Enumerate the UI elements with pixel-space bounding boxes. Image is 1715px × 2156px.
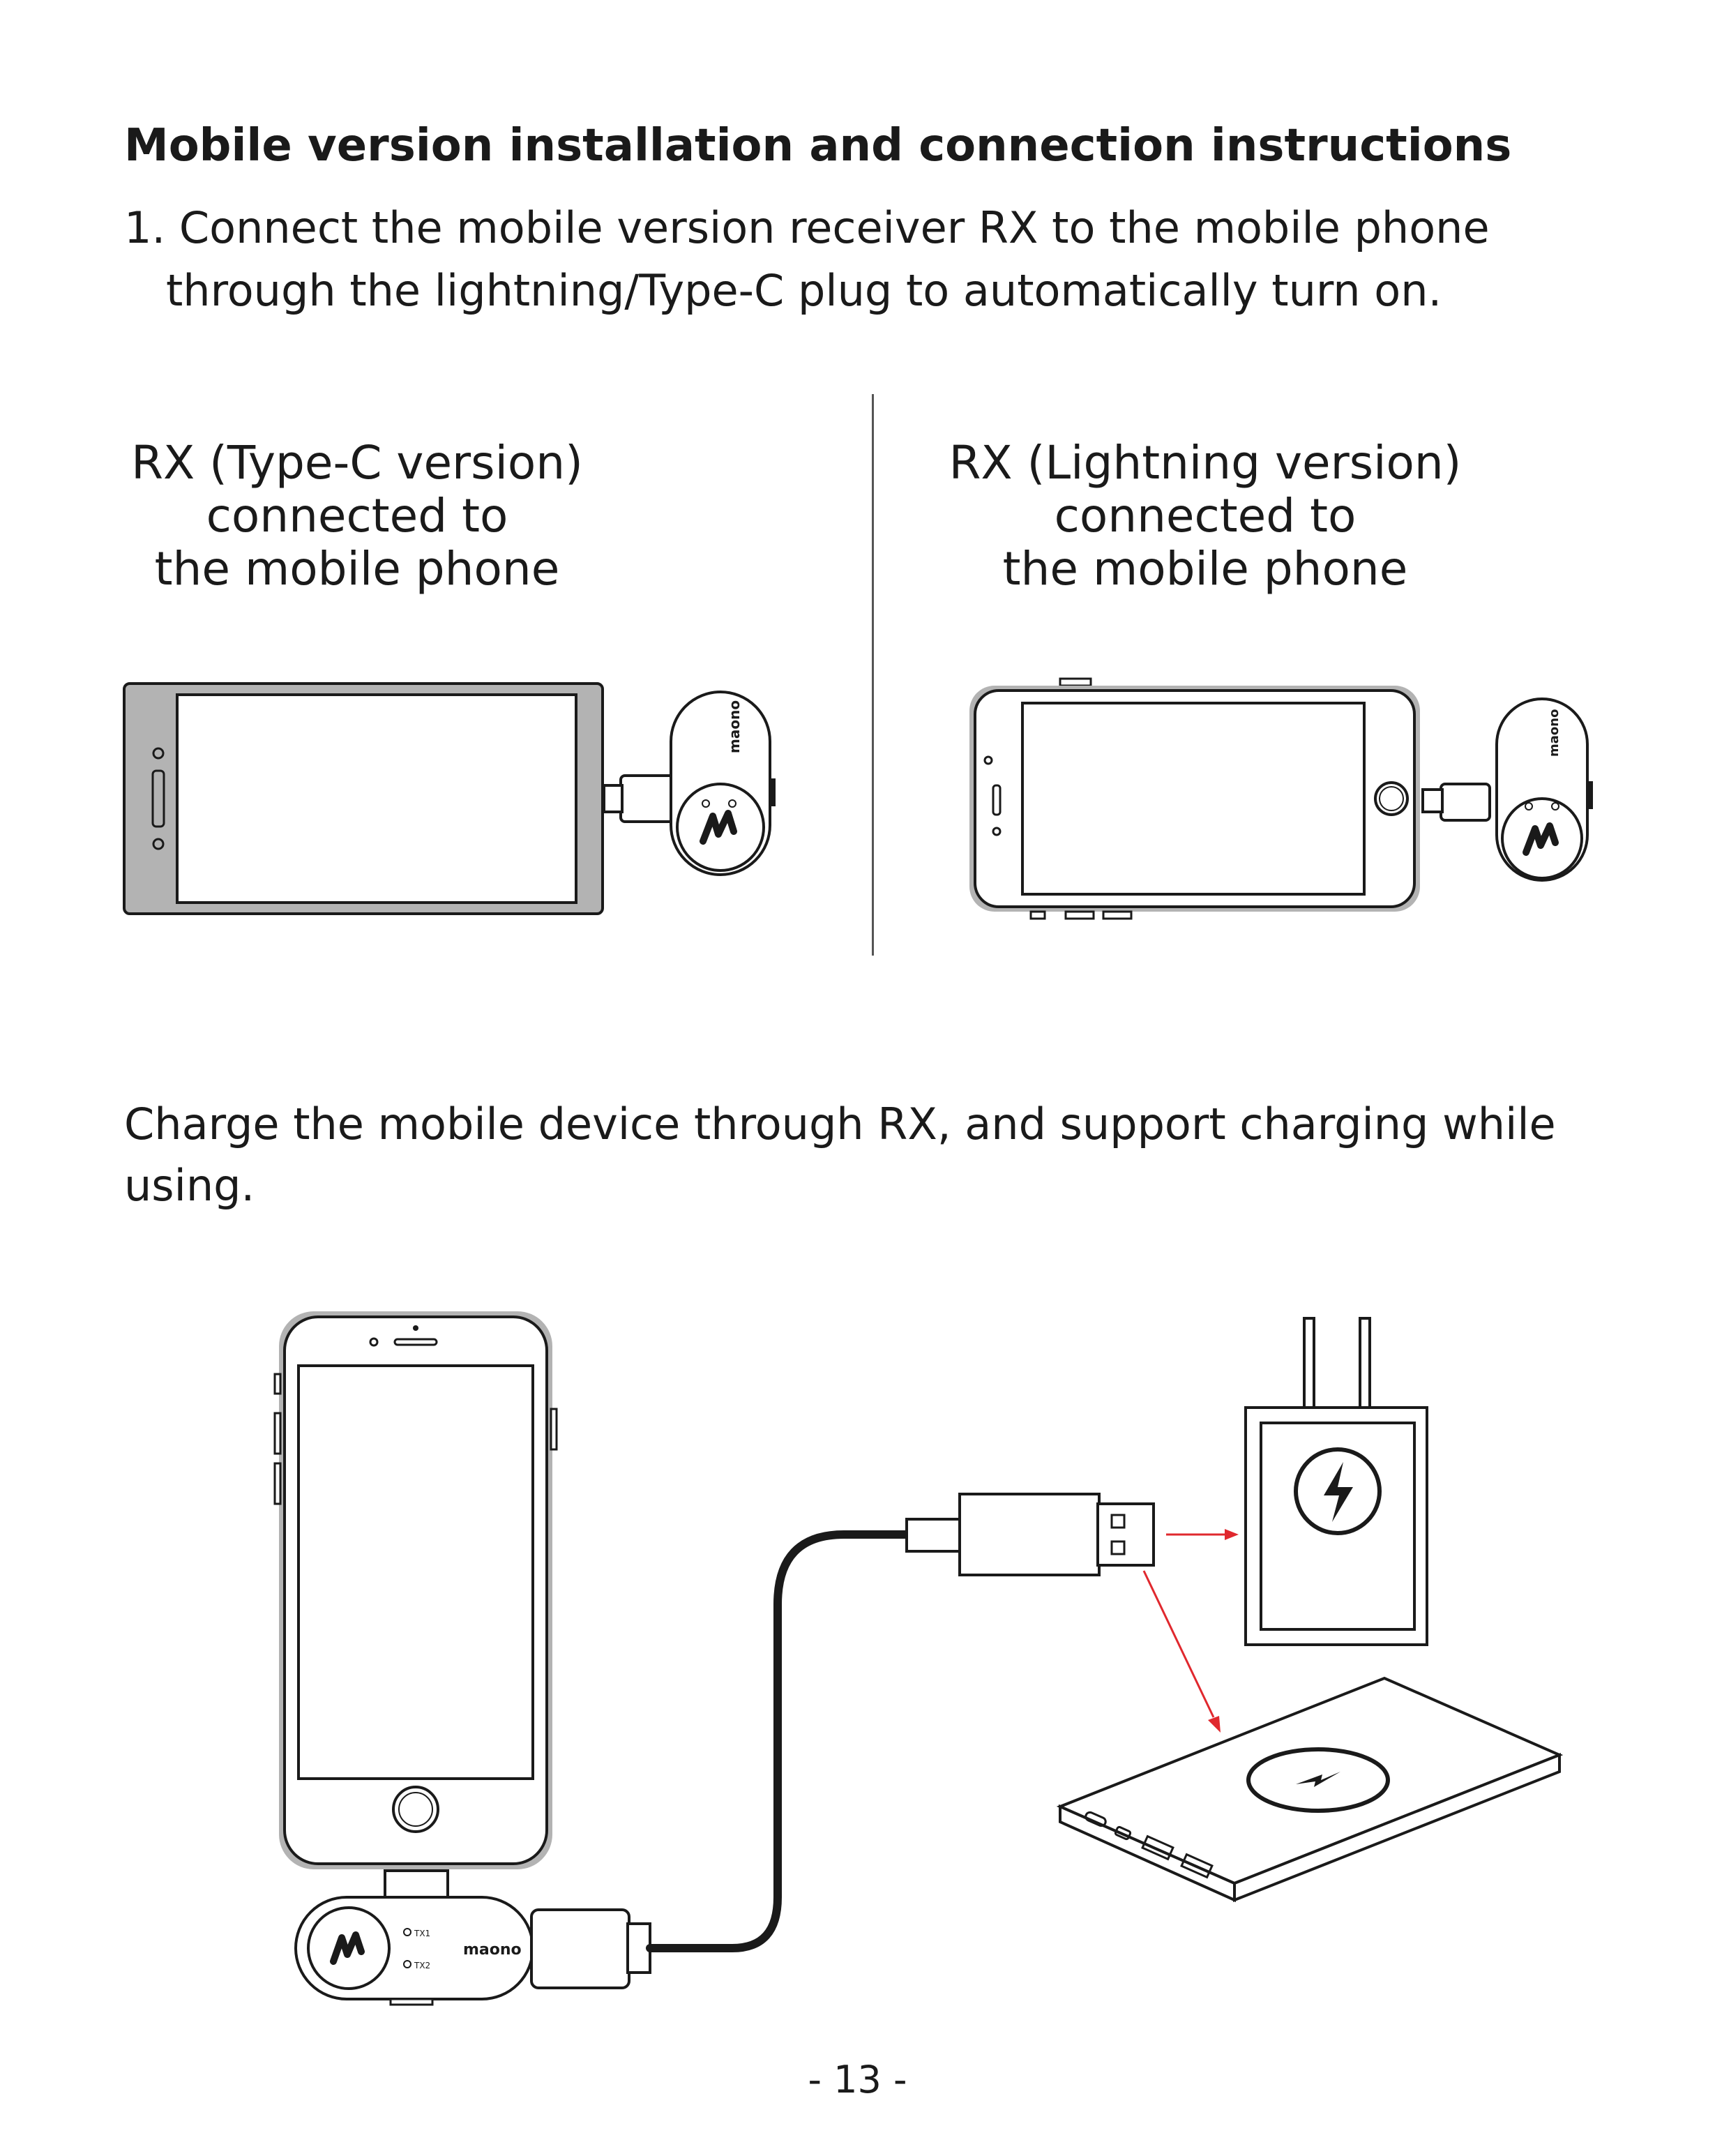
typec-caption-line-1: RX (Type-C version) xyxy=(131,436,583,490)
charging-illustration: TX1 TX2 maono xyxy=(273,1311,1564,2006)
typec-caption: RX (Type-C version) connected to the mob… xyxy=(43,437,671,596)
column-divider xyxy=(872,394,874,956)
charging-receiver-illustration: TX1 TX2 maono xyxy=(294,1896,651,2006)
receiver-led-2-label: TX2 xyxy=(414,1961,430,1970)
connection-illustrations: maono maono xyxy=(123,677,1593,920)
step-1-line-2: through the lightning/Type-C plug to aut… xyxy=(166,265,1442,316)
charge-instructions: Charge the mobile device through RX, and… xyxy=(124,1099,1556,1211)
lightning-bolt-icon xyxy=(1324,1462,1353,1522)
lightning-caption-line-3: the mobile phone xyxy=(1002,542,1408,596)
usb-cable xyxy=(646,1530,911,1952)
maono-logo-icon xyxy=(1523,822,1559,856)
charging-phone-illustration xyxy=(273,1311,558,1906)
lightning-phone-illustration xyxy=(969,677,1491,920)
step-1-line-1: 1. Connect the mobile version receiver R… xyxy=(124,202,1490,253)
lightning-caption-line-1: RX (Lightning version) xyxy=(949,436,1462,490)
page-number: - 13 - xyxy=(808,2058,907,2102)
step-1-text: 1. Connect the mobile version receiver R… xyxy=(124,197,1624,322)
maono-logo-icon xyxy=(700,810,737,845)
typec-caption-line-3: the mobile phone xyxy=(154,542,560,596)
typec-receiver-illustration: maono xyxy=(670,691,776,876)
lightning-caption: RX (Lightning version) connected to the … xyxy=(891,437,1519,596)
receiver-brand: maono xyxy=(463,1941,522,1959)
typec-caption-line-2: connected to xyxy=(206,489,508,543)
wall-charger-illustration xyxy=(1244,1317,1428,1646)
lightning-receiver-illustration: maono xyxy=(1495,698,1593,882)
lightning-caption-line-2: connected to xyxy=(1054,489,1357,543)
lightning-bolt-icon xyxy=(1296,1772,1340,1787)
page-heading: Mobile version installation and connecti… xyxy=(124,120,1512,172)
receiver-led-1-label: TX1 xyxy=(414,1929,430,1938)
receiver-brand: maono xyxy=(1547,709,1562,757)
typec-phone-illustration xyxy=(123,682,678,915)
direction-arrows xyxy=(1142,1529,1239,1733)
usb-a-plug-illustration xyxy=(905,1493,1155,1576)
power-bank-illustration xyxy=(1056,1676,1564,1903)
receiver-brand: maono xyxy=(726,700,743,753)
maono-logo-icon xyxy=(330,1931,365,1965)
